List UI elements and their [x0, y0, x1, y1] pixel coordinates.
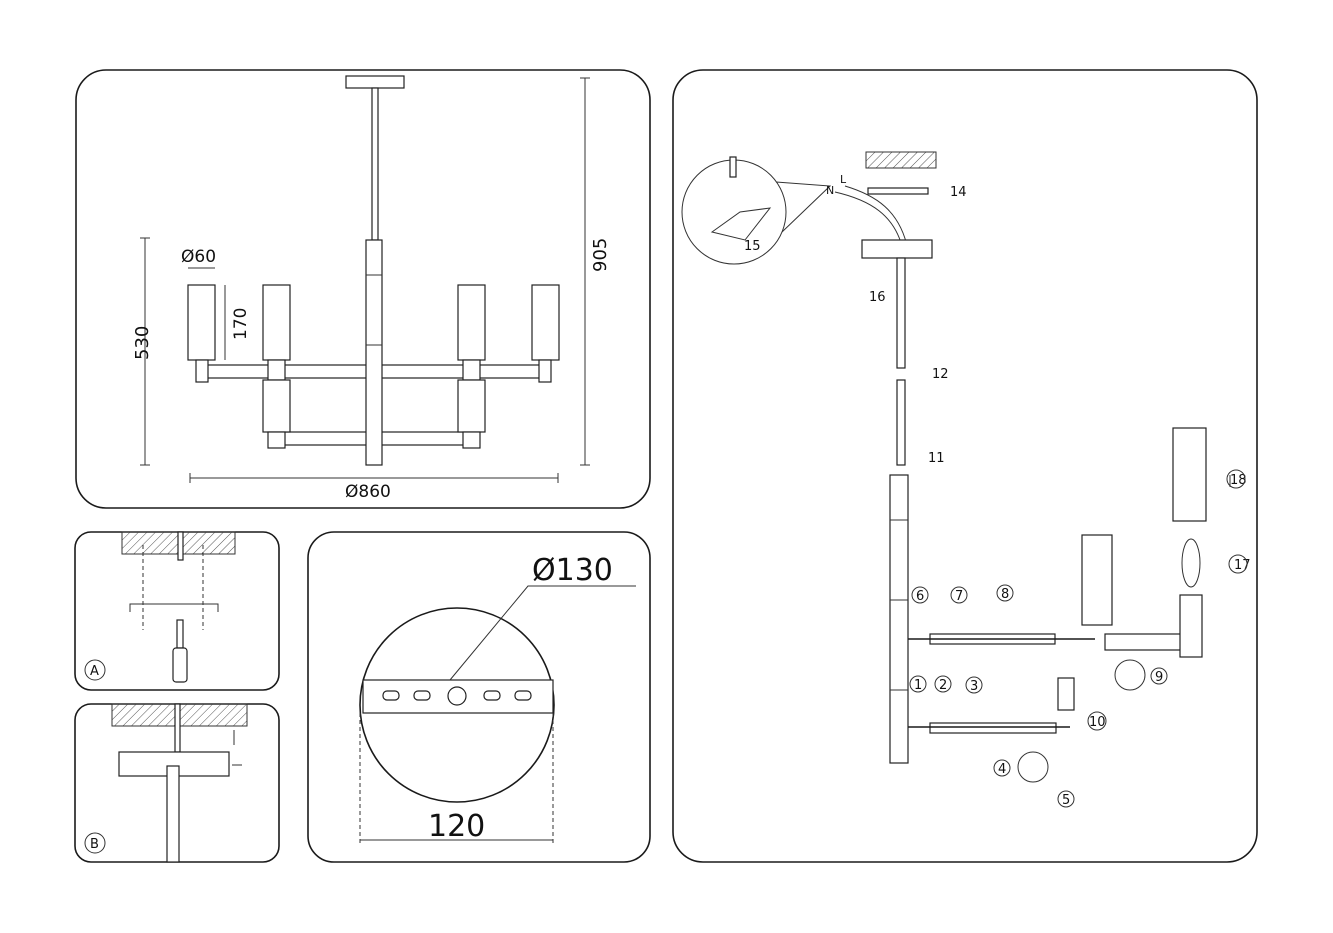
dim-shade-diameter: Ø60: [181, 247, 216, 267]
shade: [187, 284, 560, 449]
step-12: 12: [932, 367, 949, 382]
step-7: 7: [955, 589, 963, 604]
step-4: 4: [998, 762, 1006, 777]
dim-plate-diameter: Ø130: [532, 553, 613, 588]
assembly-panel: [672, 69, 1258, 863]
step-17: 17: [1234, 558, 1251, 573]
chandelier-drawing: [187, 75, 560, 466]
step-circles: [909, 469, 1248, 808]
ceiling-mount-step-b: [111, 703, 248, 863]
step-numbers: 14 15 16 12 11 18 17 6 7 8 9 1 2 3 10 4 …: [744, 185, 1251, 808]
step-5: 5: [1062, 793, 1070, 808]
wire-n-label: N: [826, 184, 834, 197]
step-a-label: A: [90, 664, 99, 679]
dim-height-total: 905: [590, 238, 611, 272]
dimension-lines: [140, 77, 590, 483]
canopy-plate-panel: [307, 531, 651, 863]
step-b-label: B: [90, 837, 99, 852]
step-1: 1: [914, 678, 922, 693]
step-a-badge: [84, 659, 106, 681]
dim-hole-spacing: 120: [428, 809, 485, 844]
step-16: 16: [869, 290, 886, 305]
step-10: 10: [1089, 715, 1106, 730]
canopy-plate-drawing: [359, 585, 636, 845]
step-b-badge: [84, 832, 106, 854]
wire-l-label: L: [840, 173, 847, 186]
step-8: 8: [1001, 587, 1009, 602]
step-2: 2: [939, 678, 947, 693]
step-14: 14: [950, 185, 967, 200]
dim-height-body: 530: [132, 326, 153, 360]
step-18: 18: [1230, 473, 1247, 488]
step-6: 6: [916, 589, 924, 604]
dim-shade-height: 170: [231, 308, 251, 340]
assembly-drawing: [681, 151, 1231, 783]
dim-width: Ø860: [345, 482, 391, 502]
step-3: 3: [970, 679, 978, 694]
ceiling-mount-step-a: [121, 531, 236, 683]
overview-panel: [75, 69, 651, 509]
step-9: 9: [1155, 670, 1163, 685]
step-11: 11: [928, 451, 945, 466]
step-15: 15: [744, 239, 761, 254]
